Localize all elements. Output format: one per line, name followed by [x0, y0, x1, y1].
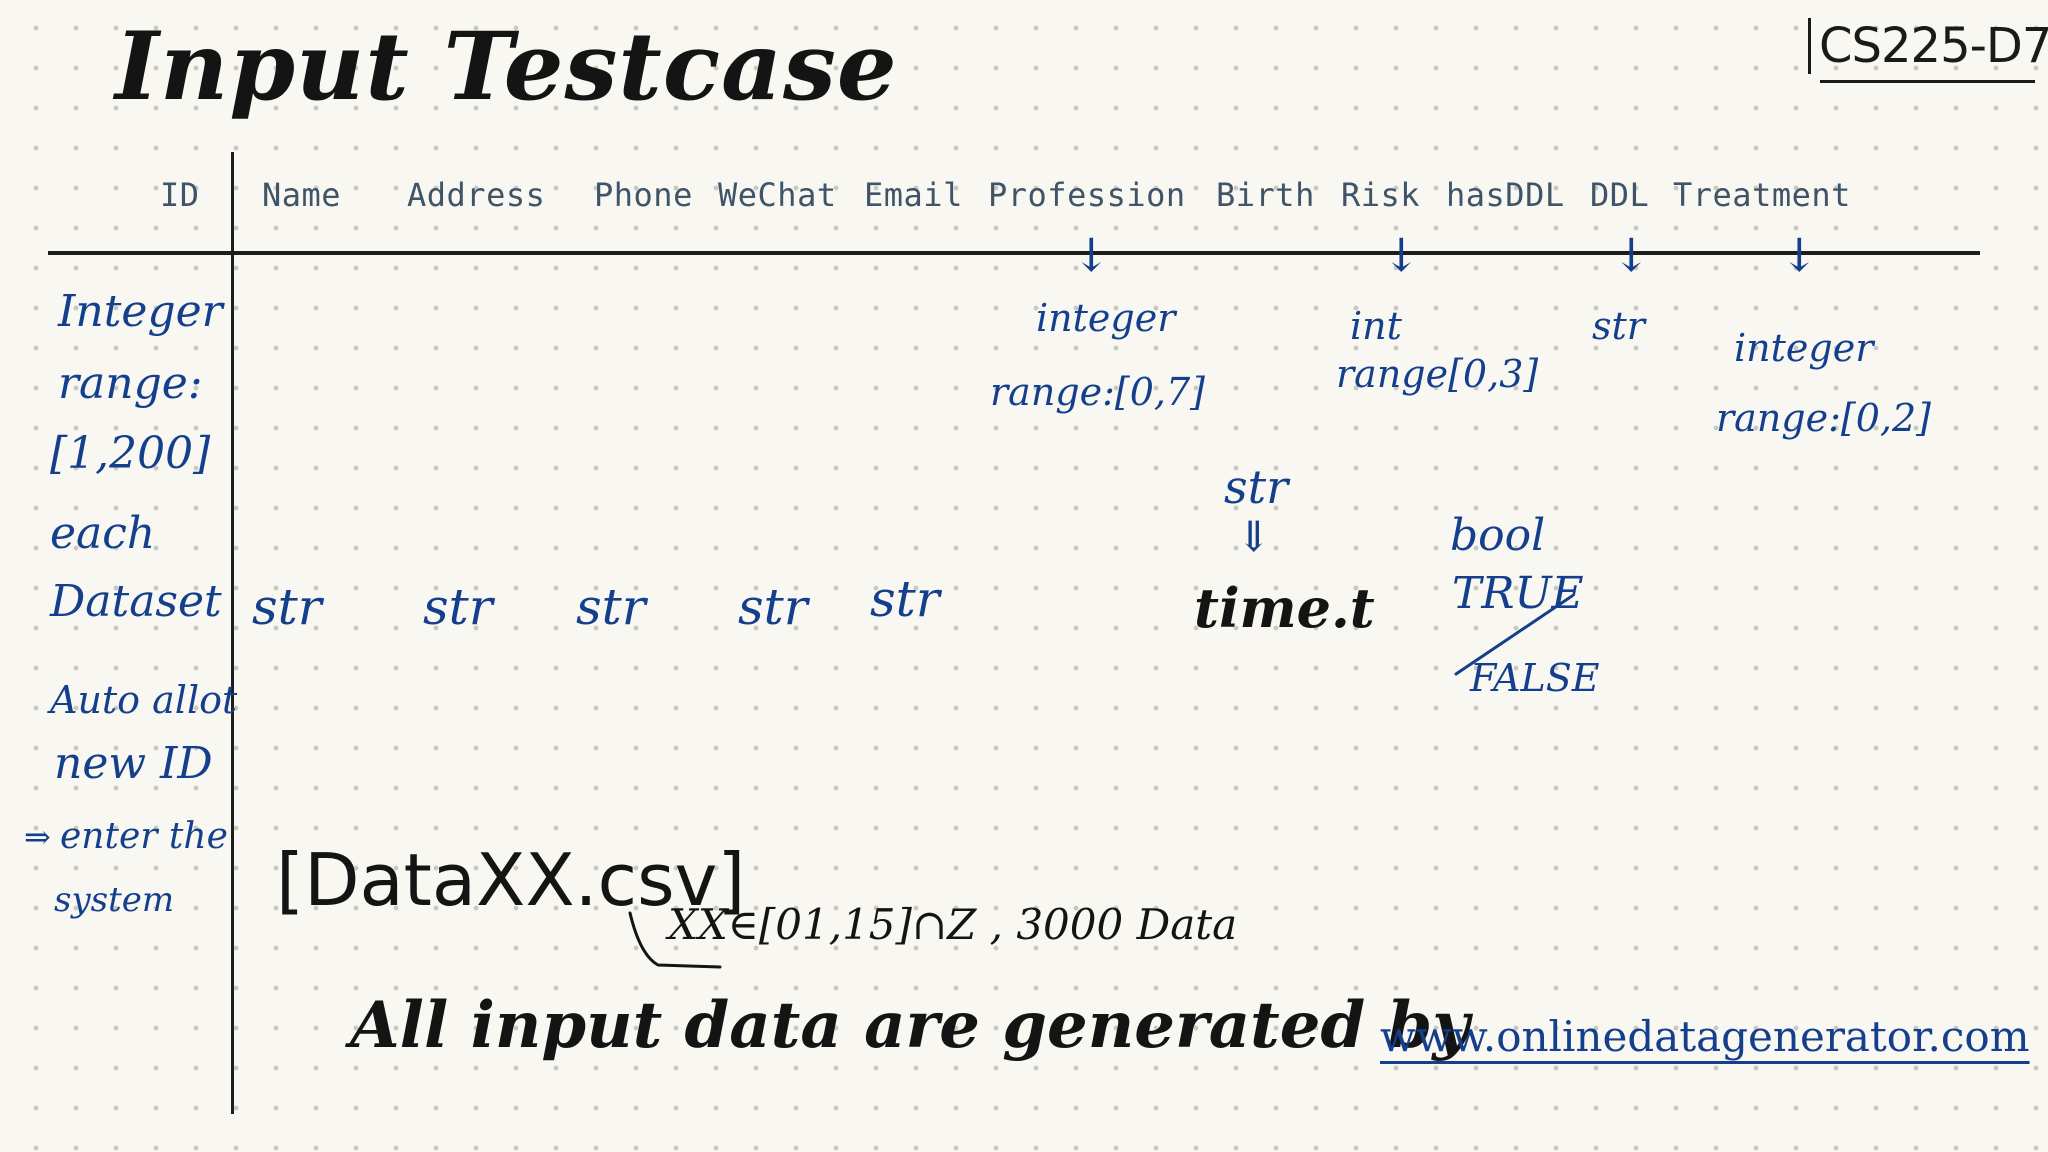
treatment-down-arrow-icon: ↓ — [1780, 228, 1819, 282]
risk-range: range[0,3] — [1336, 352, 1539, 396]
file-format: [DataXX.csv] — [276, 838, 746, 922]
profession-type: integer — [1036, 296, 1176, 340]
birth-convert-arrow-icon: ⇓ — [1236, 512, 1272, 561]
column-header-email: Email — [864, 176, 963, 214]
risk-down-arrow-icon: ↓ — [1382, 228, 1421, 282]
course-code: CS225-D7 — [1808, 18, 2048, 74]
phone-type-str: str — [576, 578, 646, 636]
id-note-line-8: enter the — [60, 816, 228, 857]
file-format-pointer-icon — [628, 911, 722, 969]
id-note-line-6: Auto allot — [50, 678, 238, 722]
column-header-risk: Risk — [1341, 176, 1421, 214]
column-header-phone: Phone — [594, 176, 693, 214]
column-header-hasddl: hasDDL — [1446, 176, 1565, 214]
id-note-line-9: system — [54, 880, 175, 920]
wechat-type-str: str — [738, 578, 808, 636]
hasddl-true: TRUE — [1452, 568, 1584, 619]
column-header-id: ID — [160, 176, 200, 214]
profession-down-arrow-icon: ↓ — [1072, 228, 1111, 282]
id-note-line-4: each — [50, 508, 156, 559]
course-code-underline — [1820, 80, 2035, 83]
id-note-bullet-icon: ⇒ — [24, 818, 51, 856]
id-note-line-7: new ID — [54, 738, 213, 789]
column-header-birth: Birth — [1216, 176, 1315, 214]
id-note-line-1: Integer — [58, 286, 223, 337]
id-column-divider-line — [231, 152, 234, 1114]
column-header-wechat: WeChat — [718, 176, 837, 214]
column-header-ddl: DDL — [1590, 176, 1650, 214]
id-note-line-2: range: — [58, 358, 203, 409]
hasddl-slash-icon — [1454, 594, 1574, 676]
profession-range: range:[0,7] — [990, 370, 1205, 414]
id-note-line-5: Dataset — [50, 576, 222, 627]
address-type-str: str — [423, 578, 493, 636]
treatment-range: range:[0,2] — [1716, 396, 1931, 440]
header-divider-line — [48, 251, 1980, 255]
column-header-name: Name — [262, 176, 342, 214]
treatment-type: integer — [1734, 326, 1874, 370]
footer-text: All input data are generated by — [350, 988, 1470, 1063]
page-title: Input Testcase — [115, 12, 898, 122]
ddl-type: str — [1592, 304, 1645, 348]
birth-source-type: str — [1224, 460, 1289, 514]
file-number-note: XX∈[01,15]∩Z , 3000 Data — [668, 900, 1238, 949]
generator-website-link[interactable]: www.onlinedatagenerator.com — [1380, 1012, 2030, 1061]
risk-type: int — [1350, 304, 1402, 348]
hasddl-type: bool — [1450, 510, 1546, 561]
email-type-str: str — [870, 570, 940, 628]
id-note-line-3: [1,200] — [50, 428, 211, 479]
column-header-address: Address — [407, 176, 546, 214]
column-header-treatment: Treatment — [1673, 176, 1851, 214]
name-type-str: str — [252, 578, 322, 636]
column-header-profession: Profession — [988, 176, 1186, 214]
hasddl-false: FALSE — [1470, 656, 1600, 700]
ddl-down-arrow-icon: ↓ — [1612, 228, 1651, 282]
birth-converted-type: time.t — [1194, 576, 1375, 640]
